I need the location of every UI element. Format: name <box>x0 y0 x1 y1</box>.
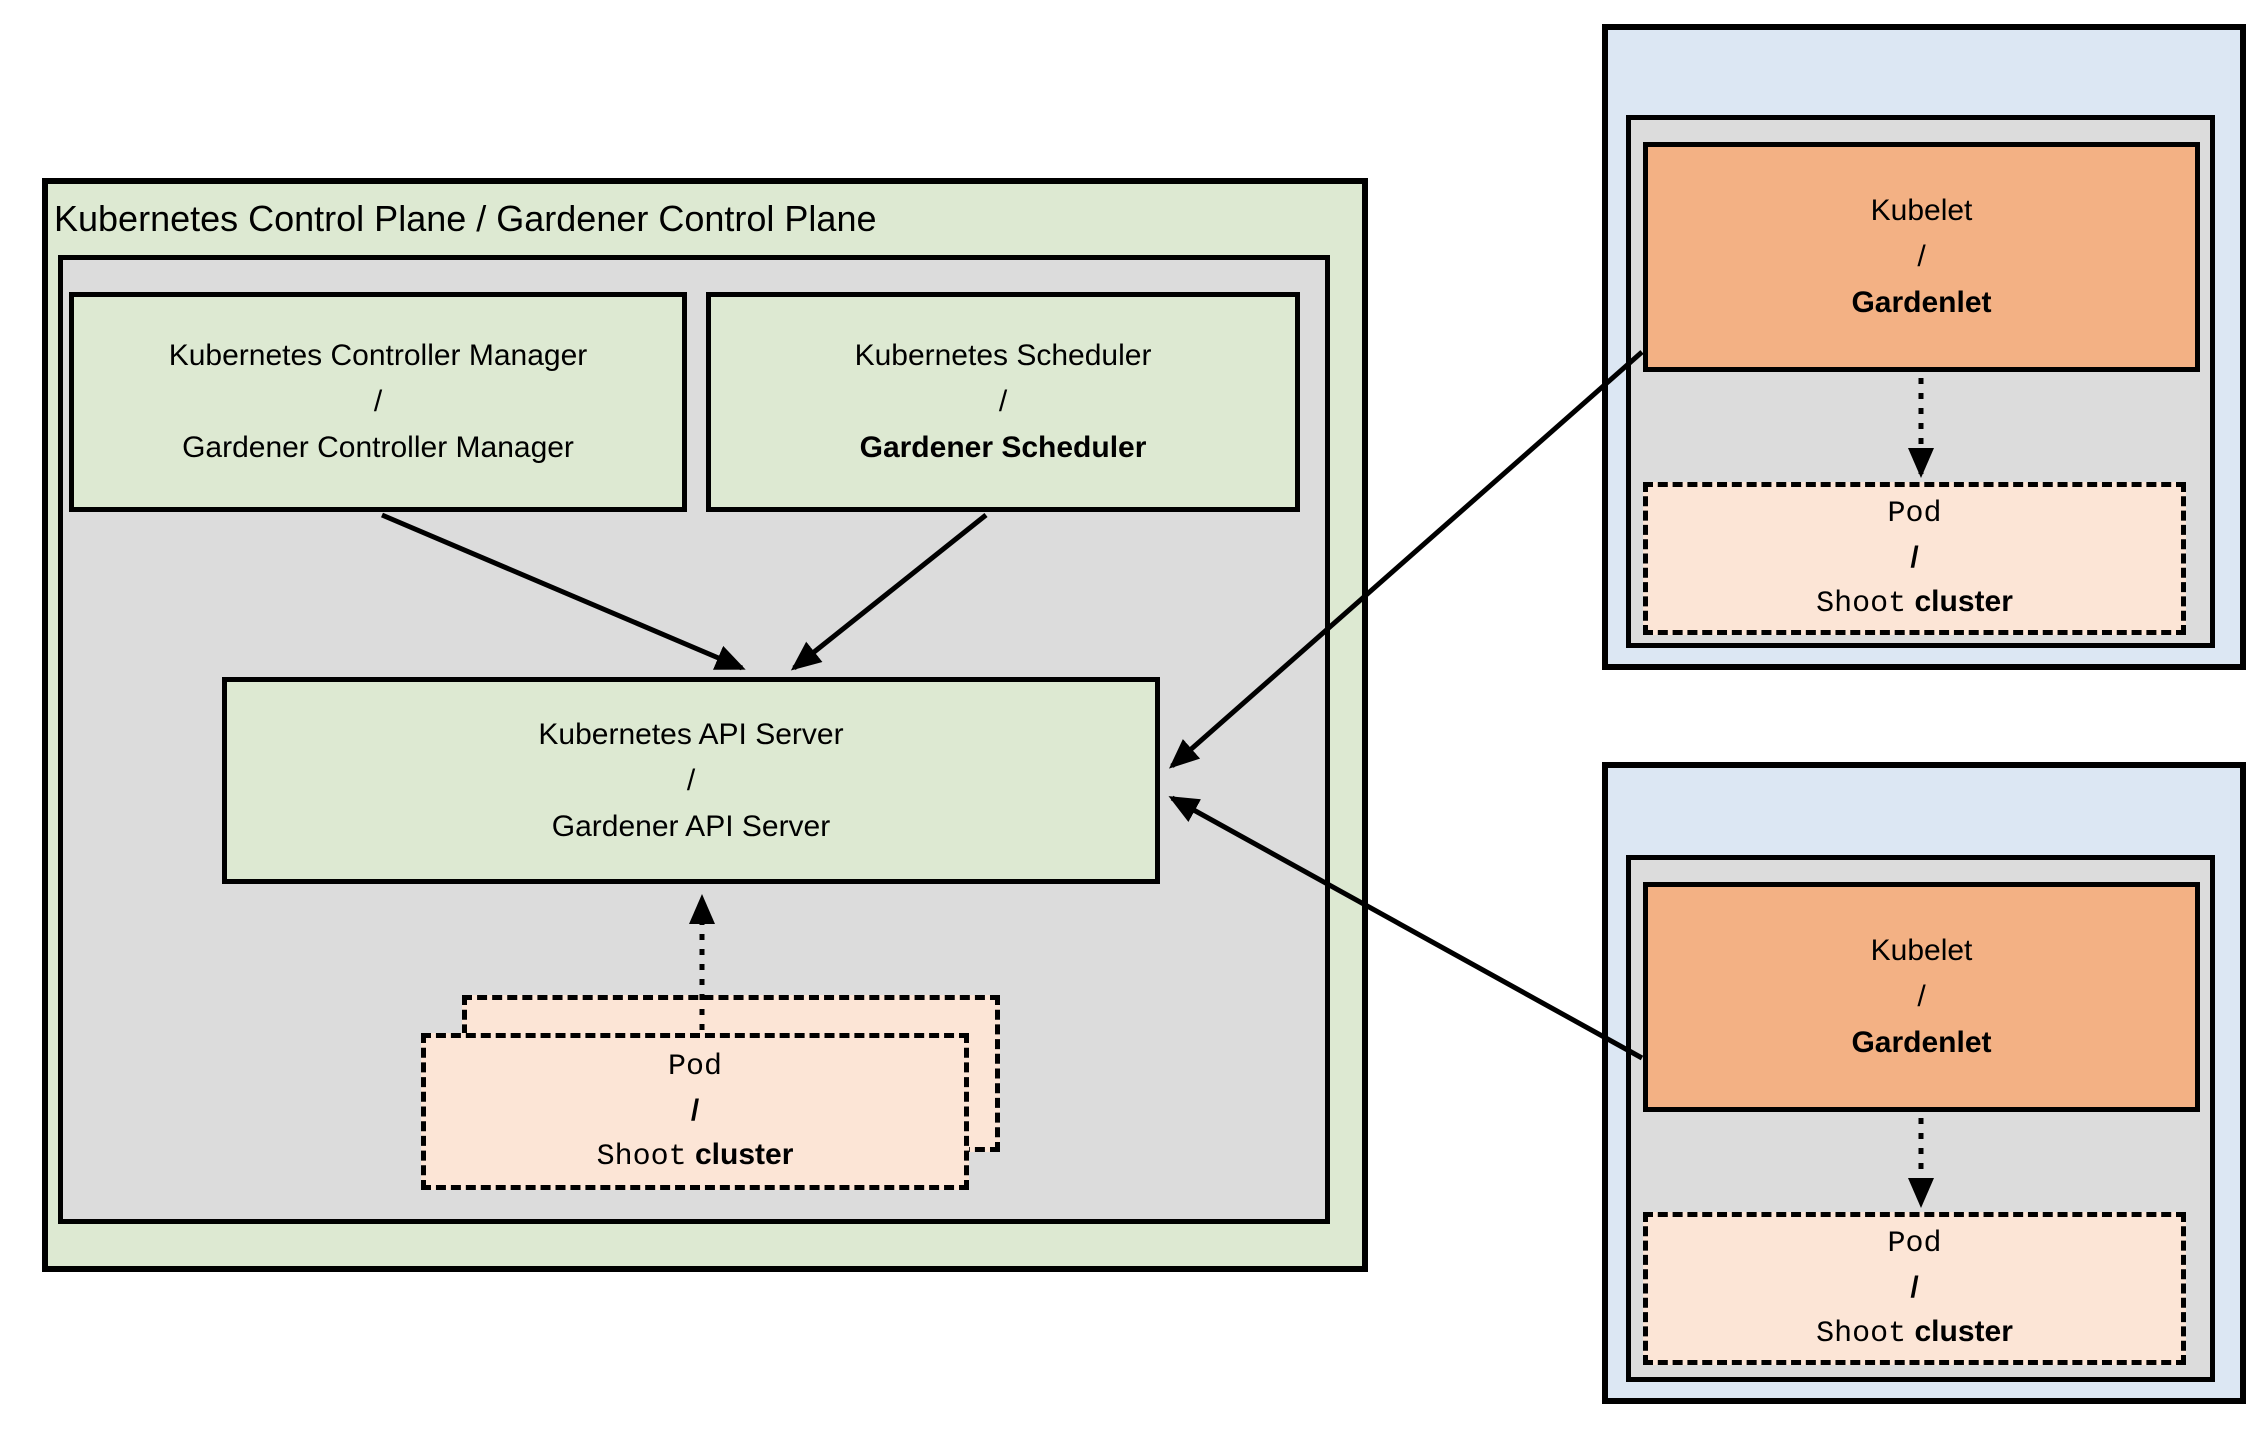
pod-shoot-cluster-label: Pod / Shoot cluster <box>426 1038 964 1185</box>
kubelet-b-label: Kubelet / Gardenlet <box>1648 887 2195 1107</box>
api-server-line2: Gardener API Server <box>551 809 831 843</box>
kubelet-b-line1: Kubelet <box>1870 934 1973 967</box>
shoot-cluster-line: Shoot cluster <box>596 1137 794 1174</box>
kubelet-a-line2: Gardenlet <box>1851 286 1992 319</box>
pod-line: Pod <box>667 1049 722 1084</box>
api-server-line1: Kubernetes API Server <box>538 717 844 751</box>
shoot-cluster-b-line: Shoot cluster <box>1816 1314 2013 1351</box>
pod-shoot-b-box: Pod / Shoot cluster <box>1643 1212 2186 1365</box>
worker-node-b-title: Worker Node B / Seed Cluster B <box>1602 782 2266 824</box>
scheduler-label: Kubernetes Scheduler / Gardener Schedule… <box>711 297 1295 507</box>
kubelet-a-box: Kubelet / Gardenlet <box>1643 142 2200 372</box>
worker-node-a-title: Worker Node A / Seed Cluster A <box>1602 44 2266 86</box>
pod-shoot-a-label: Pod / Shoot cluster <box>1648 487 2181 630</box>
pod-shoot-b-label: Pod / Shoot cluster <box>1648 1217 2181 1360</box>
shoot-cluster-a-line: Shoot cluster <box>1816 584 2013 621</box>
kubelet-b-box: Kubelet / Gardenlet <box>1643 882 2200 1112</box>
scheduler-line1: Kubernetes Scheduler <box>854 339 1152 372</box>
kubelet-a-separator: / <box>1917 240 1926 273</box>
pod-b-line: Pod <box>1887 1226 1942 1261</box>
scheduler-separator: / <box>998 385 1008 418</box>
pod-b-separator: / <box>1910 1270 1919 1304</box>
pod-a-separator: / <box>1910 540 1919 574</box>
scheduler-line2: Gardener Scheduler <box>859 431 1147 464</box>
pod-shoot-a-box: Pod / Shoot cluster <box>1643 482 2186 635</box>
scheduler-box: Kubernetes Scheduler / Gardener Schedule… <box>706 292 1300 512</box>
pod-shoot-cluster-box: Pod / Shoot cluster <box>421 1033 969 1190</box>
api-server-separator: / <box>686 763 696 797</box>
api-server-box: Kubernetes API Server / Gardener API Ser… <box>222 677 1160 884</box>
kubelet-b-line2: Gardenlet <box>1851 1026 1992 1059</box>
pod-separator: / <box>690 1093 700 1127</box>
controller-manager-label: Kubernetes Controller Manager / Gardener… <box>74 297 682 507</box>
pod-a-line: Pod <box>1887 496 1942 531</box>
controller-manager-line2: Gardener Controller Manager <box>182 431 574 464</box>
kubelet-a-label: Kubelet / Gardenlet <box>1648 147 2195 367</box>
control-plane-title: Kubernetes Control Plane / Gardener Cont… <box>54 198 877 239</box>
controller-manager-separator: / <box>373 385 383 418</box>
kubelet-a-line1: Kubelet <box>1870 194 1973 227</box>
kubelet-b-separator: / <box>1917 980 1926 1013</box>
api-server-label: Kubernetes API Server / Gardener API Ser… <box>227 682 1155 879</box>
controller-manager-box: Kubernetes Controller Manager / Gardener… <box>69 292 687 512</box>
controller-manager-line1: Kubernetes Controller Manager <box>168 339 588 372</box>
